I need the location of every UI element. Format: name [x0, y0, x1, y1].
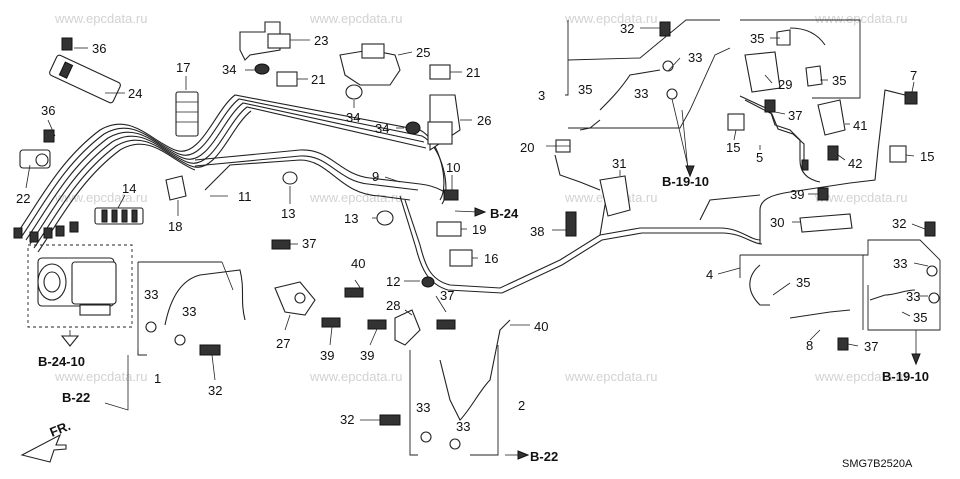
watermark: www.epcdata.ru	[564, 11, 658, 26]
callout-19: 19	[472, 222, 486, 237]
callout-32: 32	[340, 412, 354, 427]
callout-10: 10	[446, 160, 460, 175]
ref-b22-bottom: B-22	[530, 449, 558, 464]
callout-41: 41	[853, 118, 867, 133]
callout-4: 4	[706, 267, 713, 282]
callout-33: 33	[456, 419, 470, 434]
assembly-boxes	[137, 19, 941, 456]
callout-21: 21	[311, 72, 325, 87]
callout-33: 33	[182, 304, 196, 319]
callout-17: 17	[176, 60, 190, 75]
callout-25: 25	[416, 45, 430, 60]
reference-arrows	[20, 165, 921, 463]
callout-30: 30	[770, 215, 784, 230]
component-shapes	[13, 21, 940, 450]
front-arrow-icon	[20, 433, 67, 463]
callout-15: 15	[726, 140, 740, 155]
callout-37: 37	[302, 236, 316, 251]
callout-13: 13	[344, 211, 358, 226]
callout-35: 35	[913, 310, 927, 325]
ref-b24-10: B-24-10	[38, 354, 85, 369]
callout-33: 33	[688, 50, 702, 65]
abs-modulator	[27, 244, 133, 328]
watermark: www.epcdata.ru	[564, 369, 658, 384]
callout-33: 33	[893, 256, 907, 271]
ref-b22-left: B-22	[62, 390, 90, 405]
callout-36: 36	[41, 103, 55, 118]
reference-labels: B-24-10 B-22 B-24 B-22 B-19-10 B-19-10 F…	[38, 174, 929, 470]
callout-16: 16	[484, 251, 498, 266]
callout-13: 13	[281, 206, 295, 221]
callout-29: 29	[778, 77, 792, 92]
ref-b19-10-top: B-19-10	[662, 174, 709, 189]
watermark: www.epcdata.ru	[814, 190, 908, 205]
callout-24: 24	[128, 86, 142, 101]
abs-modulator-outline	[27, 244, 133, 328]
callout-5: 5	[756, 150, 763, 165]
callout-21: 21	[466, 65, 480, 80]
callout-35: 35	[750, 31, 764, 46]
watermark: www.epcdata.ru	[54, 11, 148, 26]
callout-42: 42	[848, 156, 862, 171]
callout-12: 12	[386, 274, 400, 289]
front-arrow-label: FR.	[48, 418, 73, 440]
callout-15: 15	[920, 149, 934, 164]
callout-33: 33	[906, 289, 920, 304]
callout-1: 1	[154, 371, 161, 386]
callout-33: 33	[634, 86, 648, 101]
callout-37: 37	[788, 108, 802, 123]
callout-28: 28	[386, 298, 400, 313]
callout-32: 32	[620, 21, 634, 36]
callout-9: 9	[372, 169, 379, 184]
callouts: 36 24 36 22 14 17 23 34 21 25 21 34 34 2…	[16, 21, 934, 434]
diagram-code: SMG7B2520A	[842, 458, 913, 470]
ref-b19-10-right: B-19-10	[882, 369, 929, 384]
callout-2: 2	[518, 398, 525, 413]
watermark: www.epcdata.ru	[814, 369, 908, 384]
callout-27: 27	[276, 336, 290, 351]
callout-14: 14	[122, 181, 136, 196]
callout-20: 20	[520, 140, 534, 155]
callout-36: 36	[92, 41, 106, 56]
watermark: www.epcdata.ru	[814, 11, 908, 26]
ref-b24: B-24	[490, 206, 519, 221]
callout-26: 26	[477, 113, 491, 128]
flex-hoses	[164, 27, 916, 421]
callout-39: 39	[790, 187, 804, 202]
callout-34: 34	[375, 121, 389, 136]
callout-39: 39	[360, 348, 374, 363]
callout-35: 35	[578, 82, 592, 97]
callout-11: 11	[238, 189, 252, 204]
callout-31: 31	[612, 156, 626, 171]
callout-33: 33	[416, 400, 430, 415]
watermark: www.epcdata.ru	[309, 369, 403, 384]
callout-35: 35	[796, 275, 810, 290]
callout-7: 7	[910, 68, 917, 83]
hose-assy-1-box	[137, 262, 147, 356]
leader-lines	[25, 27, 929, 421]
callout-37: 37	[440, 288, 454, 303]
callout-32: 32	[892, 216, 906, 231]
callout-33: 33	[144, 287, 158, 302]
watermark: www.epcdata.ru	[54, 369, 148, 384]
callout-23: 23	[314, 33, 328, 48]
callout-40: 40	[351, 256, 365, 271]
watermark: www.epcdata.ru	[309, 11, 403, 26]
callout-39: 39	[320, 348, 334, 363]
callout-34: 34	[222, 62, 236, 77]
callout-32: 32	[208, 383, 222, 398]
callout-38: 38	[530, 224, 544, 239]
callout-34: 34	[346, 110, 360, 125]
callout-3: 3	[538, 88, 545, 103]
callout-22: 22	[16, 191, 30, 206]
callout-40: 40	[534, 319, 548, 334]
callout-8: 8	[806, 338, 813, 353]
callout-37: 37	[864, 339, 878, 354]
watermark: www.epcdata.ru	[309, 190, 403, 205]
callout-18: 18	[168, 219, 182, 234]
callout-35: 35	[832, 73, 846, 88]
